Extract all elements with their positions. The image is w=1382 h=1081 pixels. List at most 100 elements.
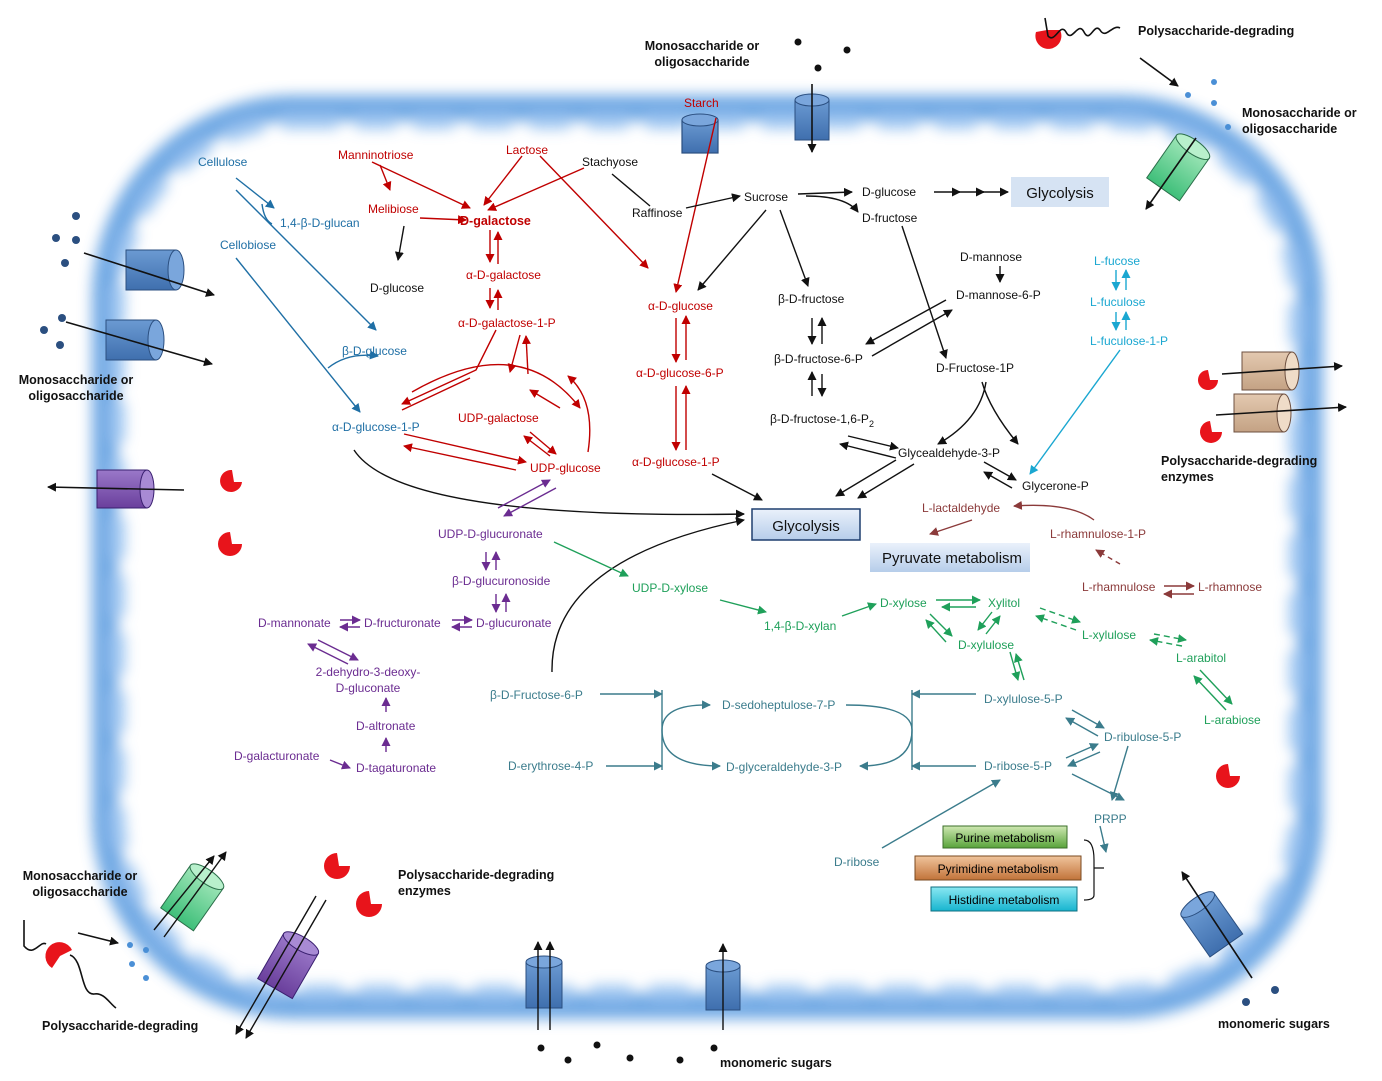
met-xylan: 1,4-β-D-xylan [764, 619, 836, 633]
met-dfructose1p: D-Fructose-1P [936, 361, 1014, 375]
labels-blue: Cellulose 1,4-β-D-glucan Cellobiose β-D-… [198, 155, 420, 434]
pyrimidine-box: Pyrimidine metabolism [914, 855, 1082, 881]
met-udpglc: UDP-glucose [530, 461, 601, 475]
transporter-bottom-1 [525, 941, 563, 1030]
label-psd-bottomleft: Polysaccharide-degrading [42, 1019, 198, 1033]
transporter-right-2 [1215, 393, 1347, 433]
met-lrhamnulose1p: L-rhamnulose-1-P [1050, 527, 1146, 541]
svg-text:Glycolysis: Glycolysis [1026, 185, 1094, 202]
met-adg1p-red: α-D-glucose-1-P [632, 455, 720, 469]
met-bdglucose: β-D-glucose [342, 344, 407, 358]
met-udpglucuronate: UDP-D-glucuronate [438, 527, 543, 541]
met-lactose: Lactose [506, 143, 548, 157]
mono-dots-bottomleft [127, 942, 149, 981]
met-bglucuronoside: β-D-glucuronoside [452, 574, 551, 588]
met-lrhamnulose: L-rhamnulose [1082, 580, 1156, 594]
arrows-teal [600, 689, 1129, 853]
transporter-left-2 [65, 319, 213, 367]
cell-membrane [92, 95, 1323, 1019]
met-lfuculose1p: L-fuculose-1-P [1090, 334, 1168, 348]
met-glyceronep: Glycerone-P [1022, 479, 1089, 493]
met-bdf6p-ppp: β-D-Fructose-6-P [490, 688, 583, 702]
met-lrhamnose: L-rhamnose [1198, 580, 1262, 594]
met-larabitol: L-arabitol [1176, 651, 1226, 665]
met-prpp: PRPP [1094, 812, 1127, 826]
svg-text:Pyruvate metabolism: Pyruvate metabolism [882, 550, 1022, 567]
met-adg1p-blue: α-D-glucose-1-P [332, 420, 420, 434]
met-udpxylose: UDP-D-xylose [632, 581, 708, 595]
labels-cyan: L-fucose L-fuculose L-fuculose-1-P [1090, 254, 1168, 348]
monomer-dots-bottom [537, 1041, 718, 1064]
monomer-dots-right [1242, 986, 1279, 1006]
met-dehydro-2: D-gluconate [336, 681, 401, 695]
labels-black: D-glucose Stachyose Raffinose Sucrose D-… [370, 155, 1089, 493]
enzyme-bottomleft [23, 920, 119, 1009]
met-dmannose6p: D-mannose-6-P [956, 288, 1041, 302]
arrows-red [371, 117, 717, 471]
enzymes-left [218, 469, 242, 556]
labels-green: UDP-D-xylose 1,4-β-D-xylan D-xylose Xyli… [632, 581, 1261, 727]
svg-text:Histidine metabolism: Histidine metabolism [949, 893, 1060, 907]
met-dglucose-left: D-glucose [370, 281, 424, 295]
bracket-ppp [1083, 839, 1104, 901]
met-dxylose: D-xylose [880, 596, 927, 610]
arrows-cyan [1029, 269, 1131, 475]
met-adgalactose: α-D-galactose [466, 268, 541, 282]
met-bdfructose: β-D-fructose [778, 292, 845, 306]
transporter-left-purple [47, 469, 185, 509]
transporter-topright-green [1146, 133, 1211, 202]
met-dsedo7p: D-sedoheptulose-7-P [722, 698, 835, 712]
met-lxylulose: L-xylulose [1082, 628, 1136, 642]
monosaccharide-dots-top [794, 38, 851, 72]
enzymes-right [1198, 370, 1240, 788]
mono-dots-topright [1185, 79, 1231, 130]
pyruvate-box: Pyruvate metabolism [870, 543, 1030, 572]
arrows-black [353, 173, 1019, 673]
met-melibiose: Melibiose [368, 202, 419, 216]
arrows-green [553, 541, 1233, 711]
transporter-right-1 [1221, 351, 1343, 391]
met-glucan: 1,4-β-D-glucan [280, 216, 360, 230]
met-bdf16p: β-D-fructose-1,6-P2 [770, 412, 874, 429]
met-bdf6p: β-D-fructose-6-P [774, 352, 863, 366]
arrows-brown [929, 500, 1195, 599]
labels-brown: L-lactaldehyde L-rhamnulose-1-P L-rhamnu… [922, 501, 1262, 594]
arrows-purple [307, 479, 557, 770]
enzyme-topright [1035, 17, 1179, 87]
met-dxylulose: D-xylulose [958, 638, 1014, 652]
met-adgal1p: α-D-galactose-1-P [458, 316, 556, 330]
met-daltronate: D-altronate [356, 719, 416, 733]
met-dribulose5p: D-ribulose-5-P [1104, 730, 1181, 744]
met-starch: Starch [684, 96, 719, 110]
transporter-left-1 [83, 249, 215, 297]
met-dxylulose5p: D-xylulose-5-P [984, 692, 1063, 706]
labels-purple: UDP-D-glucuronate β-D-glucuronoside D-ma… [234, 527, 552, 775]
svg-text:Glycolysis: Glycolysis [772, 518, 840, 535]
met-cellulose: Cellulose [198, 155, 248, 169]
met-dfructose: D-fructose [862, 211, 918, 225]
met-dribose5p: D-ribose-5-P [984, 759, 1052, 773]
transporter-bottom-2 [705, 943, 741, 1030]
svg-text:Pyrimidine metabolism: Pyrimidine metabolism [938, 862, 1059, 876]
met-llactaldehyde: L-lactaldehyde [922, 501, 1000, 515]
met-adg6p: α-D-glucose-6-P [636, 366, 724, 380]
met-sucrose: Sucrose [744, 190, 788, 204]
enzymes-bottommid [324, 853, 382, 917]
purine-box: Purine metabolism [942, 825, 1068, 849]
met-dgap: D-glyceraldehyde-3-P [726, 760, 842, 774]
met-adglucose: α-D-glucose [648, 299, 713, 313]
met-larabiose: L-arabiose [1204, 713, 1261, 727]
met-dtagaturonate: D-tagaturonate [356, 761, 436, 775]
met-dmannonate: D-mannonate [258, 616, 331, 630]
mono-dots-left [40, 212, 80, 349]
met-gap: Glycealdehyde-3-P [898, 446, 1000, 460]
met-stachyose: Stachyose [582, 155, 638, 169]
met-dgalacturonate: D-galacturonate [234, 749, 320, 763]
met-dgalactose: D-galactose [460, 214, 531, 228]
met-cellobiose: Cellobiose [220, 238, 276, 252]
